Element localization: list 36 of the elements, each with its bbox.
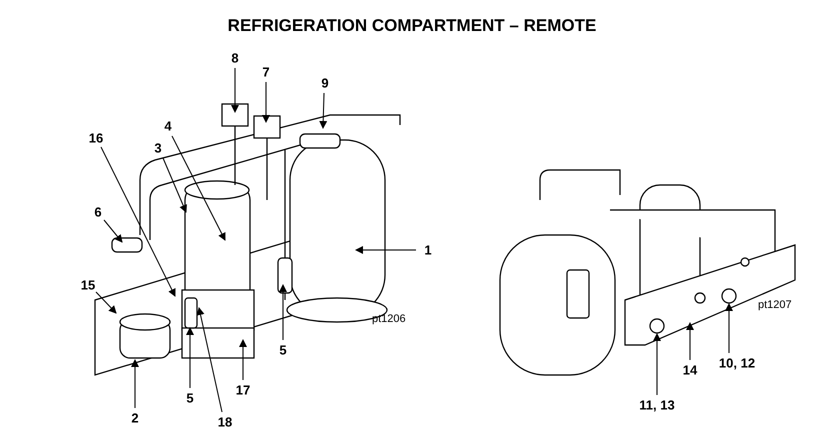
callout-number: 15 bbox=[80, 278, 96, 292]
leader-line bbox=[279, 284, 287, 340]
leader-line bbox=[653, 333, 661, 396]
figure-code: pt1207 bbox=[758, 300, 792, 311]
callout-number: 1 bbox=[424, 244, 432, 256]
leader-line bbox=[100, 146, 176, 297]
leader-line bbox=[186, 327, 194, 388]
callout-number: 18 bbox=[218, 416, 232, 428]
leader-line bbox=[231, 68, 239, 113]
leader-line bbox=[104, 220, 123, 243]
callout-number: 2 bbox=[131, 412, 139, 424]
leader-line bbox=[319, 92, 328, 129]
leader-line bbox=[172, 136, 226, 241]
callout-number: 11, 13 bbox=[639, 398, 675, 412]
callout-number: 7 bbox=[262, 66, 270, 78]
leader-line bbox=[686, 322, 694, 360]
callout-number: 9 bbox=[321, 76, 329, 90]
callout-number: 5 bbox=[186, 392, 194, 404]
callout-number: 10, 12 bbox=[718, 356, 756, 370]
leader-line bbox=[262, 82, 270, 123]
callout-number: 5 bbox=[279, 344, 287, 356]
callout-number: 17 bbox=[236, 384, 250, 396]
callout-number: 6 bbox=[94, 206, 102, 218]
leader-line bbox=[239, 339, 247, 380]
callout-number: 16 bbox=[88, 132, 104, 144]
callout-number: 4 bbox=[164, 120, 172, 132]
callout-number: 14 bbox=[682, 364, 698, 376]
leader-line bbox=[131, 359, 139, 408]
figure-code: pt1206 bbox=[372, 314, 406, 325]
leader-line bbox=[725, 303, 733, 354]
leader-line bbox=[162, 158, 187, 213]
leader-line bbox=[196, 307, 222, 412]
title: REFRIGERATION COMPARTMENT – REMOTE bbox=[226, 16, 598, 36]
callout-number: 3 bbox=[154, 142, 162, 154]
callout-number: 8 bbox=[231, 52, 239, 64]
leader-line bbox=[355, 246, 416, 254]
